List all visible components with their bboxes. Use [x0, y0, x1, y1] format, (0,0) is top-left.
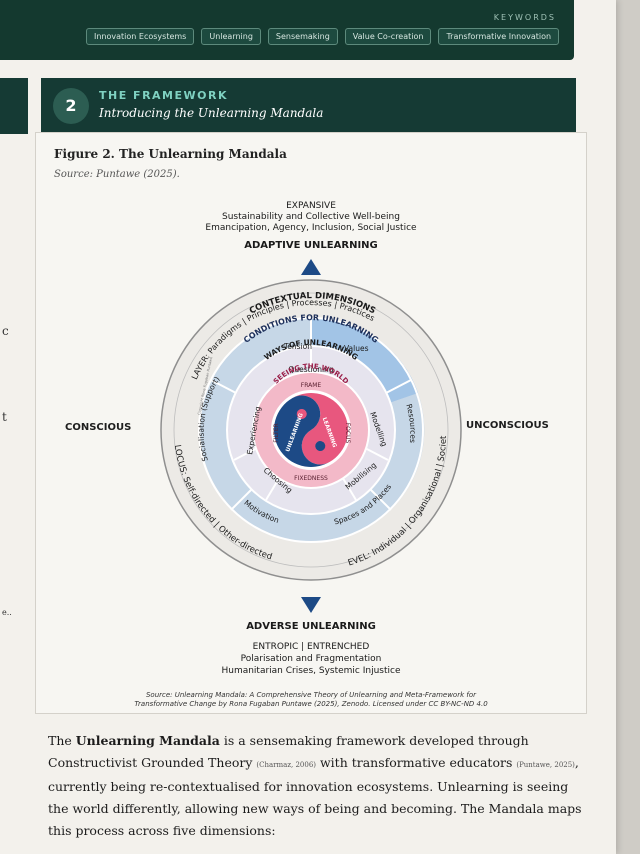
margin-mark: t: [2, 410, 7, 424]
expansive-line-3: Emancipation, Agency, Inclusion, Social …: [205, 223, 417, 233]
body-paragraph: The Unlearning Mandala is a sensemaking …: [48, 730, 593, 842]
citation-charmaz: (Charmaz, 2006): [256, 761, 316, 769]
body-line-2: Constructivist Grounded Theory (Charmaz,…: [48, 755, 579, 770]
tension-label: Tension: [283, 342, 312, 351]
left-panel-edge: [0, 78, 28, 134]
keyword-tag-value-cocreation[interactable]: Value Co-creation: [344, 28, 432, 45]
section-header: 2 THE FRAMEWORK Introducing the Unlearni…: [41, 78, 576, 132]
margin-mark: c: [2, 324, 9, 338]
figure-source: Source: Puntawe (2025).: [54, 169, 180, 180]
questioning-label: Questioning: [288, 365, 333, 374]
margin-mark: e..: [2, 608, 12, 617]
focus-label: FOCUS: [344, 423, 351, 444]
figure-card: Figure 2. The Unlearning Mandala Source:…: [35, 132, 587, 714]
mandala-term: Unlearning Mandala: [75, 733, 220, 748]
body-line-3: currently being re-contextualised for in…: [48, 779, 569, 794]
frame-label: FRAME: [301, 382, 322, 389]
keyword-tag-sensemaking[interactable]: Sensemaking: [267, 28, 338, 45]
expansive-line-2: Sustainability and Collective Well-being: [222, 212, 400, 222]
keyword-tag-innovation-ecosystems[interactable]: Innovation Ecosystems: [86, 28, 195, 45]
adverse-line-3: Humanitarian Crises, Systemic Injustice: [221, 666, 401, 676]
keywords-label: KEYWORDS: [493, 13, 556, 22]
adaptive-unlearning-heading: ADAPTIVE UNLEARNING: [244, 240, 378, 251]
adverse-line-2: Polarisation and Fragmentation: [240, 654, 382, 664]
citation-puntawe: (Puntawe, 2025): [516, 761, 575, 769]
keyword-tag-unlearning[interactable]: Unlearning: [201, 28, 261, 45]
body-line-1: The Unlearning Mandala is a sensemaking …: [48, 733, 529, 748]
keyword-tag-transformative-innovation[interactable]: Transformative Innovation: [438, 28, 560, 45]
body-line-4: the world differently, allowing new ways…: [48, 801, 582, 816]
values-label: Values: [344, 344, 369, 353]
credit-line-2: Transformative Change by Rona Fugaban Pu…: [134, 700, 488, 708]
fixedness-label: FIXEDNESS: [294, 475, 328, 482]
section-number-badge: 2: [53, 88, 89, 124]
figure-title: Figure 2. The Unlearning Mandala: [54, 147, 287, 161]
credit-line-1: Source: Unlearning Mandala: A Comprehens…: [145, 691, 477, 699]
keywords-bar: KEYWORDS Innovation Ecosystems Unlearnin…: [0, 0, 574, 60]
down-arrow-icon: [301, 597, 321, 613]
body-line-5: this process across five dimensions:: [48, 823, 276, 838]
entropic-label: ENTROPIC | ENTRENCHED: [252, 642, 370, 652]
conscious-label: CONSCIOUS: [65, 422, 132, 433]
unconscious-label: UNCONSCIOUS: [466, 420, 549, 431]
section-subtitle: Introducing the Unlearning Mandala: [99, 106, 324, 120]
adverse-unlearning-heading: ADVERSE UNLEARNING: [246, 621, 376, 632]
keyword-tags: Innovation Ecosystems Unlearning Sensema…: [86, 28, 560, 45]
up-arrow-icon: [301, 259, 321, 275]
unlearning-mandala: CONTEXTUAL DIMENSIONS LAYER: Paradigms |…: [156, 275, 462, 581]
filter-label: FILTER: [273, 423, 280, 442]
expansive-label: EXPANSIVE: [286, 201, 336, 211]
section-title: THE FRAMEWORK: [99, 89, 228, 102]
